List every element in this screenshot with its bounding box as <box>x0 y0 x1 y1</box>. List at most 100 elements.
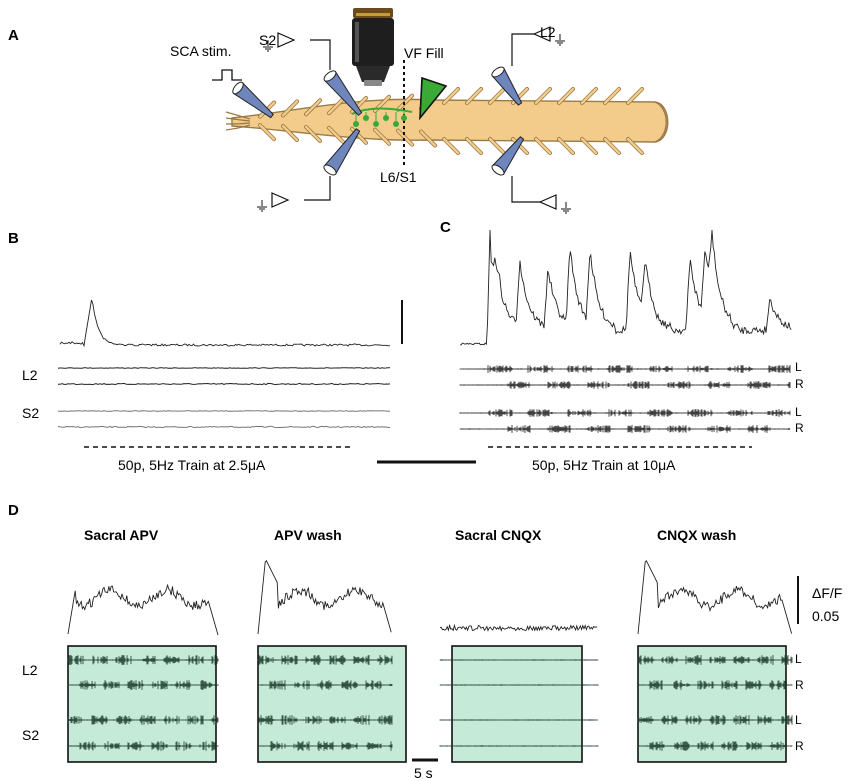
nerve-root-fill <box>580 87 598 105</box>
ventral-root-trace <box>67 655 219 665</box>
panel-b: B L2 S2 50p, 5Hz Train at 2.5μA <box>8 230 391 473</box>
stim-label: SCA stim. <box>170 43 231 59</box>
drug-bath-box <box>451 645 583 763</box>
ventral-root-trace <box>67 715 219 725</box>
electrode-mouth <box>491 66 505 78</box>
nerve-root-fill <box>603 87 621 105</box>
electrode-mouth <box>323 70 337 82</box>
ventral-root-trace <box>459 425 791 433</box>
ventral-root-trace <box>67 741 219 751</box>
ventral-root-trace <box>637 655 793 665</box>
spinal-cord-illustration <box>225 87 669 155</box>
condition-title-4: CNQX wash <box>657 527 736 543</box>
amplifier-wire <box>511 176 540 203</box>
calcium-trace-d <box>439 623 598 632</box>
calcium-trace-c <box>459 229 792 346</box>
side-label-d-l2-l: L <box>795 652 802 666</box>
side-label-d-s2-r: R <box>795 739 804 753</box>
side-label-c-s2-l: L <box>795 405 802 419</box>
row-label-l2-b: L2 <box>22 367 38 383</box>
ventral-root-trace <box>439 745 599 747</box>
nerve-root-fill <box>258 123 276 141</box>
ventral-root-trace <box>57 410 390 412</box>
panel-c: C L R L R 50p, 5Hz Train at 10μA <box>440 219 804 473</box>
calcium-trace-d <box>637 560 793 635</box>
amplifier-icon <box>538 194 557 210</box>
condition-title-3: Sacral CNQX <box>455 527 542 543</box>
nerve-root-fill <box>396 94 414 111</box>
row-label-s2-d: S2 <box>22 727 39 743</box>
spinal-cord <box>231 98 669 143</box>
drug-bath-box <box>637 645 787 763</box>
nerve-root-fill <box>442 87 460 105</box>
side-label-d-l2-r: R <box>795 678 804 692</box>
ventral-root-trace <box>439 719 598 721</box>
ventral-root-trace <box>257 741 393 751</box>
panel-letter-a: A <box>8 27 19 44</box>
condition-title-2: APV wash <box>274 527 342 543</box>
side-label-c-l2-l: L <box>795 360 802 374</box>
cauda-filament <box>225 124 251 131</box>
condition-title-1: Sacral APV <box>84 527 159 543</box>
nerve-root-fill <box>603 137 621 155</box>
ventral-root-trace <box>637 741 793 751</box>
nerve-root-fill <box>350 127 368 144</box>
drug-bath-box <box>67 645 217 763</box>
segment-label: L6/S1 <box>380 169 417 185</box>
nerve-root-fill <box>580 137 598 155</box>
nerve-root-fill <box>557 137 575 155</box>
amplifier-icon <box>271 192 290 208</box>
nerve-root-fill <box>304 99 322 116</box>
panel-a: A L6/S1 VF Fill <box>8 8 669 214</box>
nerve-root-fill <box>488 87 506 105</box>
row-label-s2-b: S2 <box>22 405 39 421</box>
train-label-c: 50p, 5Hz Train at 10μA <box>532 457 676 473</box>
side-label-c-l2-r: R <box>795 377 804 391</box>
nerve-root-fill <box>442 137 460 155</box>
amplifier-wire <box>310 39 331 70</box>
amplifier-icon <box>532 26 551 42</box>
vf-fill-pipette: VF Fill <box>404 45 448 121</box>
panel-letter-d: D <box>8 502 19 519</box>
ventral-root-trace <box>257 680 393 690</box>
amplifier-wire <box>304 176 331 201</box>
nerve-root-fill <box>281 100 299 117</box>
ventral-root-trace <box>459 365 791 373</box>
nerve-root-fill <box>281 124 299 142</box>
calcium-trace-b <box>59 299 391 348</box>
calcium-traces-d <box>67 560 793 636</box>
scale-df-value-d: 0.05 <box>812 608 839 624</box>
nerve-root-fill <box>465 137 483 155</box>
nerve-root-fill <box>511 87 529 105</box>
electrode-mouth <box>323 164 337 176</box>
ventral-root-traces-b <box>57 367 391 429</box>
ventral-root-traces-c <box>459 365 791 433</box>
cauda-filament <box>225 111 251 120</box>
nerve-root-fill <box>373 128 391 145</box>
side-label-d-s2-l: L <box>795 713 802 727</box>
ventral-root-trace <box>58 382 391 386</box>
scale-df-label-d: ΔF/F <box>812 585 842 601</box>
s2-amplifier-label: S2 <box>259 32 276 48</box>
l2-amplifier-label: L2 <box>540 24 556 40</box>
row-label-l2-d: L2 <box>22 662 38 678</box>
cord-rostral-end <box>654 101 667 143</box>
ventral-root-trace <box>57 367 391 369</box>
vf-fill-label: VF Fill <box>404 45 444 61</box>
nerve-root-fill <box>557 87 575 105</box>
ventral-root-traces-d <box>67 655 793 751</box>
nerve-root-fill <box>534 87 552 105</box>
nerve-root-fill <box>327 126 345 144</box>
ventral-root-trace <box>257 715 393 725</box>
ventral-root-trace <box>439 684 599 686</box>
panel-letter-b: B <box>8 230 19 247</box>
nerve-root-fill <box>488 137 506 155</box>
nerve-root-fill <box>534 137 552 155</box>
nerve-root-fill <box>465 87 483 105</box>
panel-d: D Sacral APV APV wash Sacral CNQX CNQX w… <box>8 502 842 781</box>
nerve-root-fill <box>419 130 437 147</box>
electrode-mouth <box>491 164 505 176</box>
calcium-trace-d <box>257 560 392 635</box>
ventral-root-trace <box>57 425 391 429</box>
